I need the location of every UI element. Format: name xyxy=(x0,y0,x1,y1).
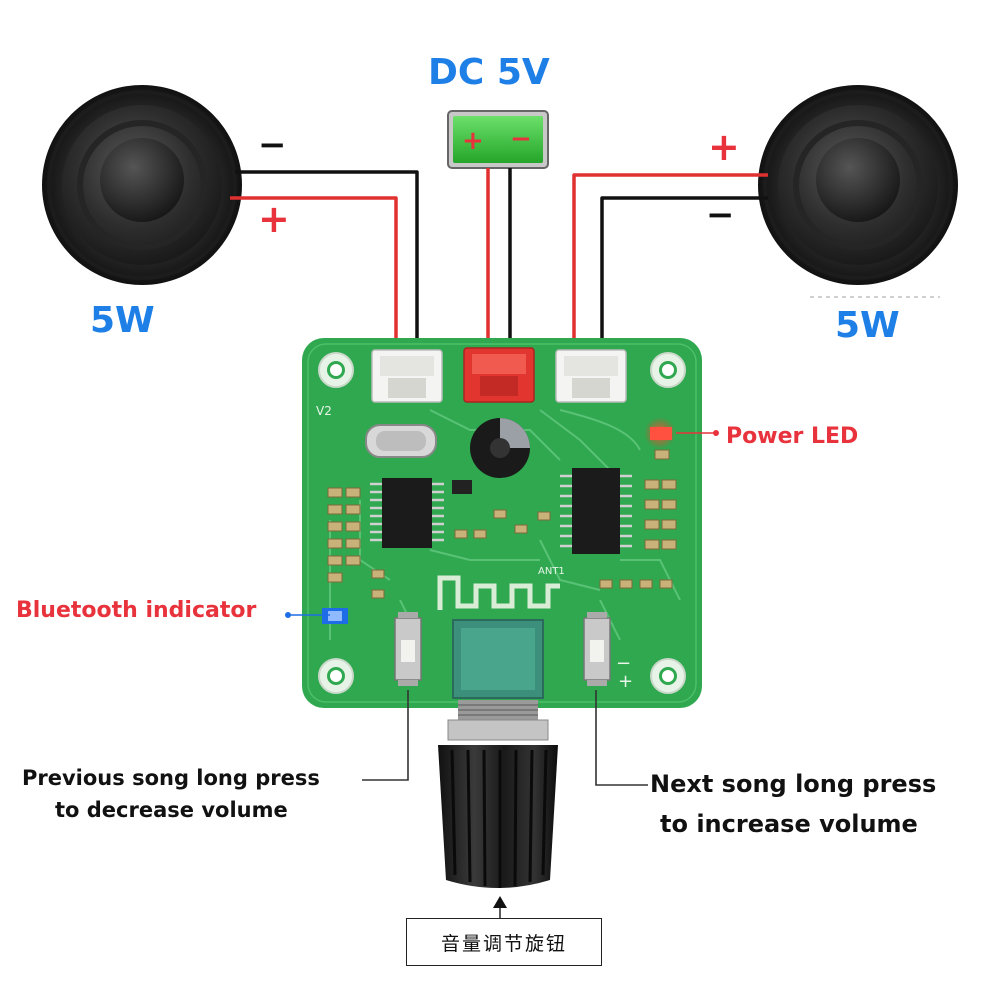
bluetooth-chip xyxy=(370,478,444,548)
board-minus-key-label: − xyxy=(616,653,632,674)
smd-components xyxy=(327,449,677,599)
left-speaker xyxy=(42,85,242,285)
dc-supply-label: DC 5V xyxy=(428,52,550,93)
volume-knob-label: 音量调节旋钮 xyxy=(406,918,602,966)
battery-minus-label: − xyxy=(510,124,532,154)
next-song-label-line1: Next song long press xyxy=(650,770,937,798)
electrolytic-capacitor xyxy=(470,418,530,478)
wires xyxy=(230,168,768,352)
knob-pointer-triangle xyxy=(493,896,507,908)
left-speaker-minus-label: − xyxy=(258,125,287,165)
amplifier-board xyxy=(302,338,702,708)
left-speaker-plus-label: + xyxy=(258,197,290,241)
left-speaker-power-label: 5W xyxy=(90,300,155,341)
power-connector xyxy=(463,347,535,403)
potentiometer-body xyxy=(452,619,544,699)
bluetooth-led xyxy=(322,608,348,624)
board-version-label: V2 xyxy=(316,404,332,418)
power-led xyxy=(644,417,676,449)
prev-song-label-line2: to decrease volume xyxy=(55,798,288,822)
speaker-connector-left xyxy=(371,349,443,403)
crystal-oscillator xyxy=(365,424,437,458)
right-speaker-power-label: 5W xyxy=(835,305,900,346)
dc-battery xyxy=(447,110,549,169)
right-speaker-plus-label: + xyxy=(708,125,740,169)
pcb-antenna xyxy=(437,575,560,610)
battery-plus-label: + xyxy=(462,126,484,156)
right-speaker-minus-label: − xyxy=(706,195,735,235)
power-led-label: Power LED xyxy=(726,424,859,449)
speaker-connector-right xyxy=(555,349,627,403)
bluetooth-indicator-label: Bluetooth indicator xyxy=(16,598,257,623)
antenna-label: ANT1 xyxy=(538,566,565,577)
amplifier-chip xyxy=(560,468,632,554)
right-speaker xyxy=(758,85,958,285)
next-song-label-line2: to increase volume xyxy=(660,810,918,838)
prev-song-label-line1: Previous song long press xyxy=(22,766,320,790)
board-plus-key-label: + xyxy=(618,671,634,692)
volume-knob xyxy=(438,700,558,888)
prev-button-switch xyxy=(394,612,422,686)
next-button-switch xyxy=(583,612,611,686)
